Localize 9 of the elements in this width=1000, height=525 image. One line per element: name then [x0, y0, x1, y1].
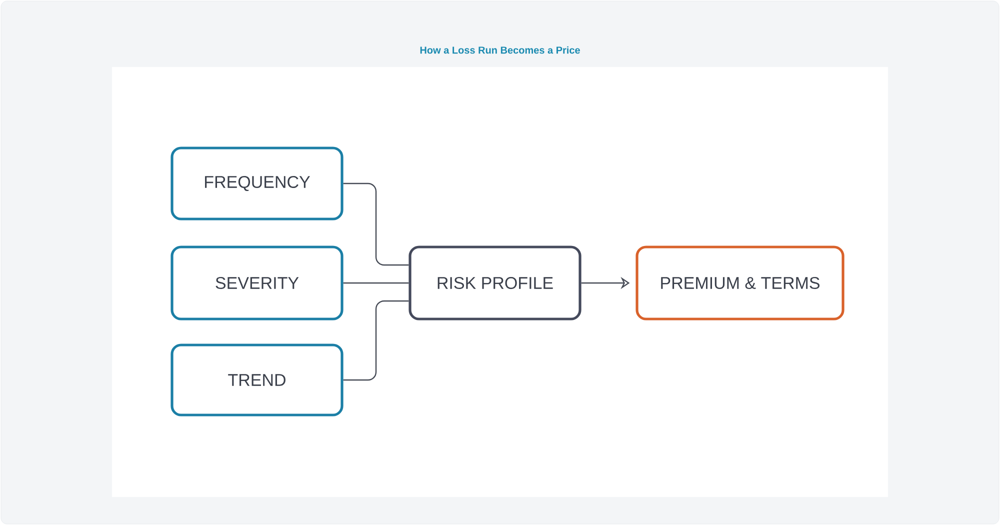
connector: [343, 182, 409, 266]
connector: [343, 300, 409, 381]
process-box: RISK PROFILE: [408, 246, 582, 320]
connector: [343, 282, 409, 284]
process-box: SEVERITY: [170, 246, 344, 320]
title: How a Loss Run Becomes a Price: [420, 46, 580, 54]
process-box: PREMIUM & TERMS: [636, 246, 844, 320]
process-box: TREND: [170, 344, 344, 416]
process-box: FREQUENCY: [170, 146, 344, 220]
